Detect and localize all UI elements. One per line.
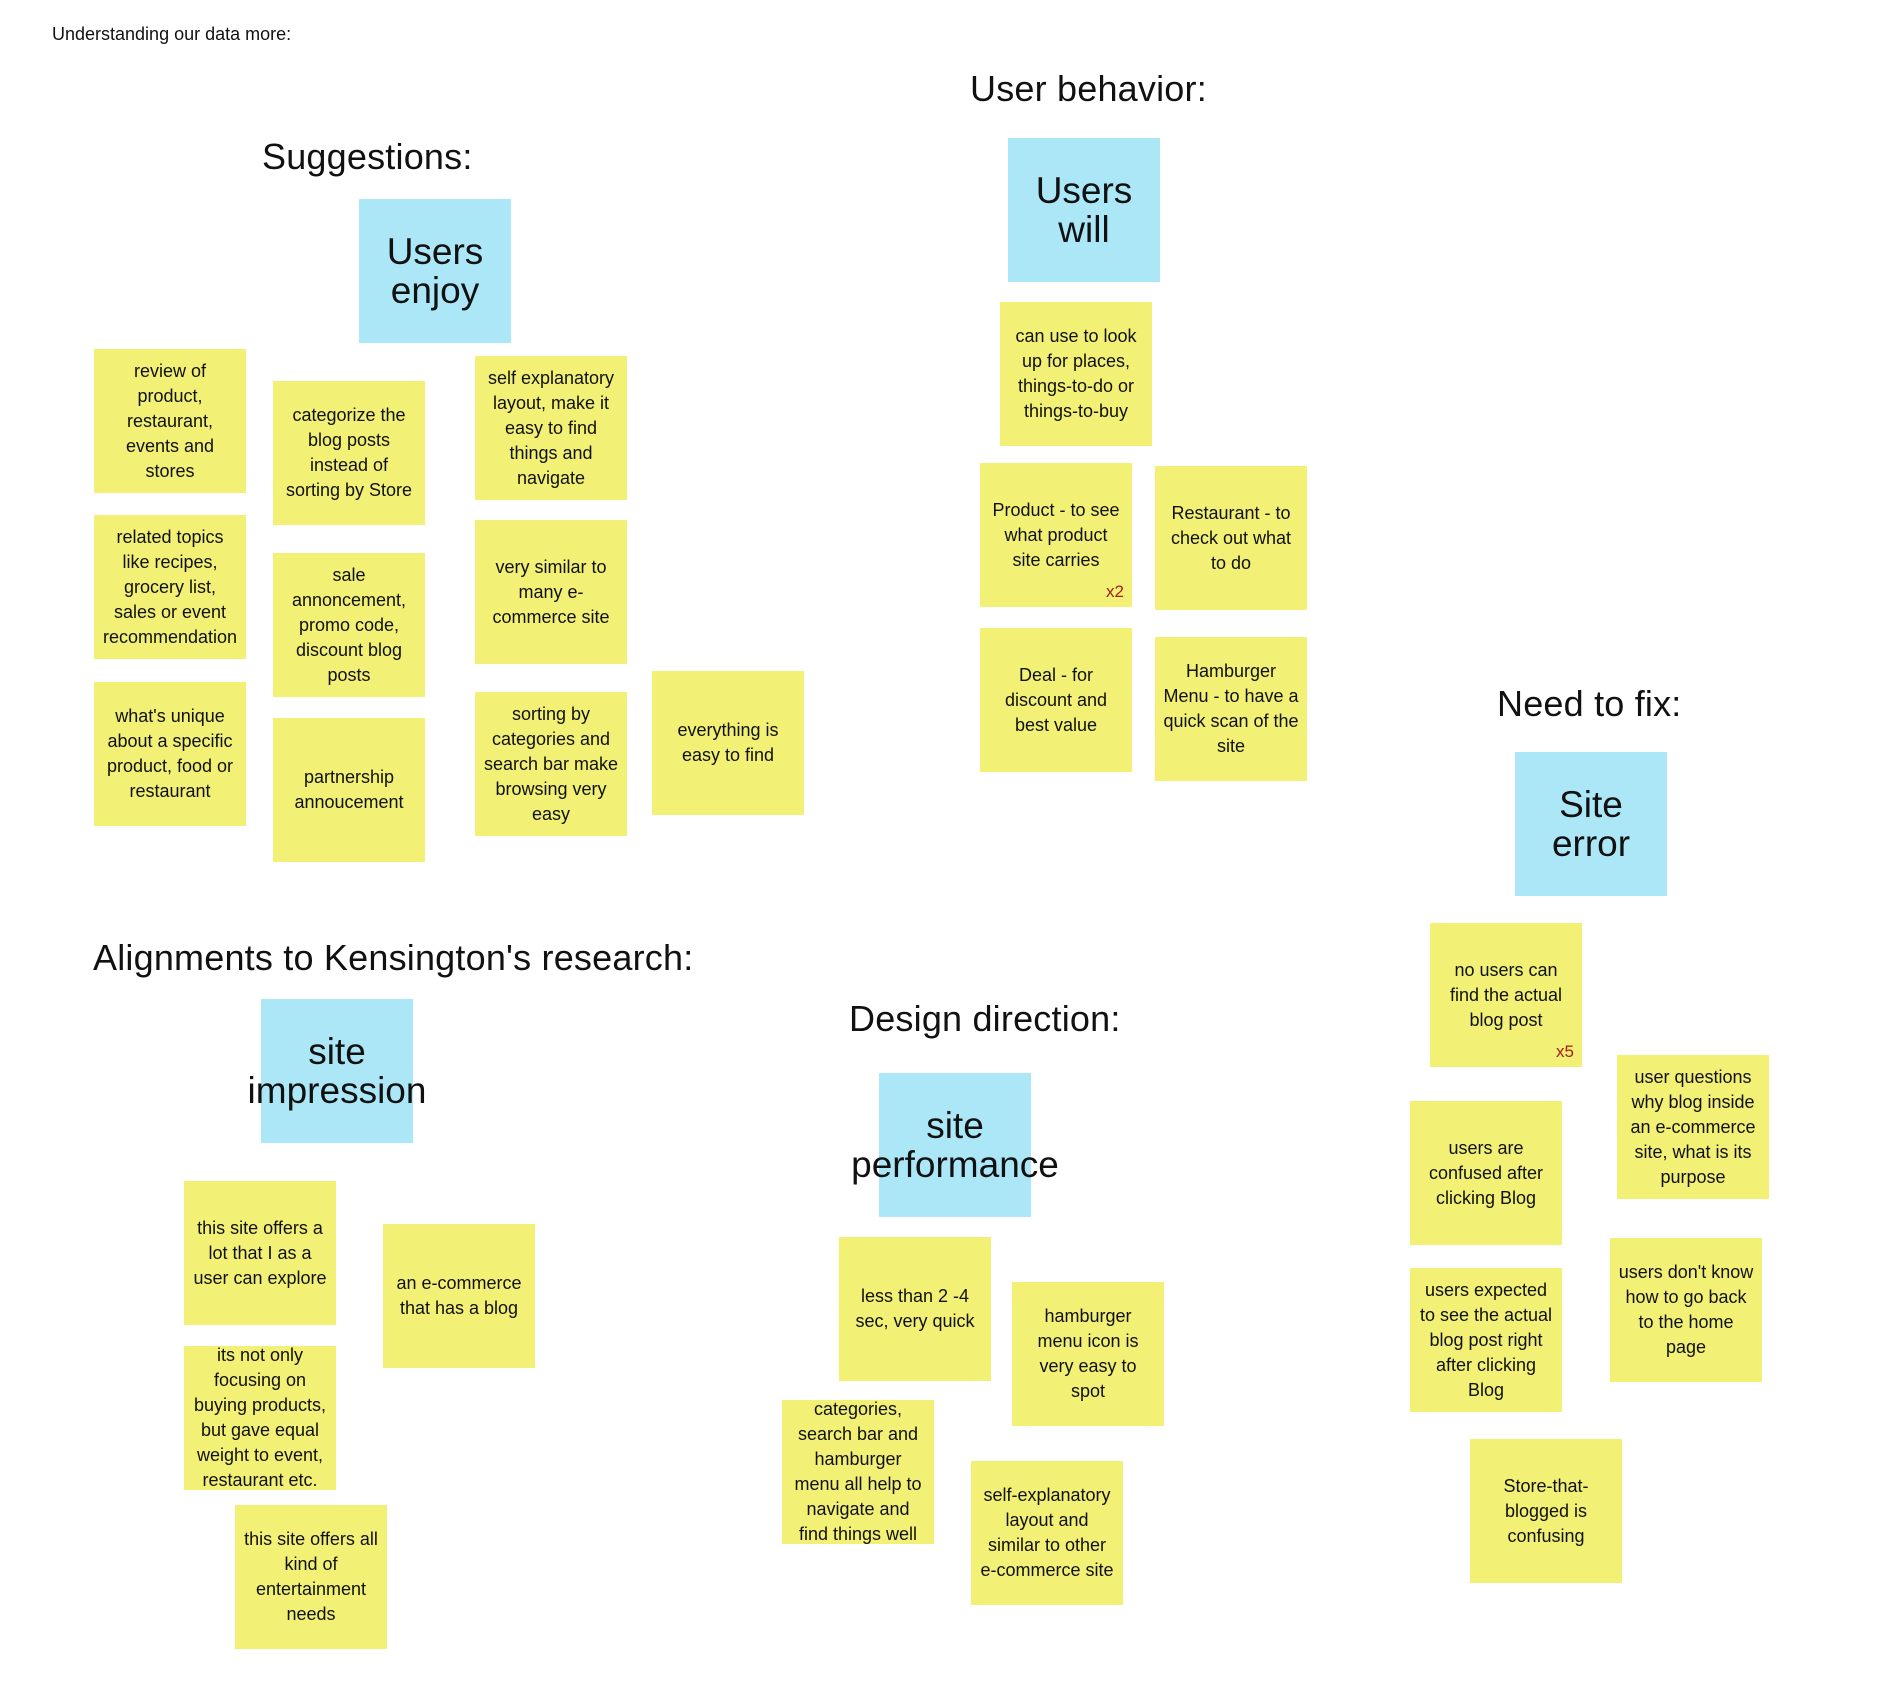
sticky-note: self explanatory layout, make it easy to…: [475, 356, 627, 500]
sticky-note: sorting by categories and search bar mak…: [475, 692, 627, 836]
sticky-note: an e-commerce that has a blog: [383, 1224, 535, 1368]
need-to-fix-heading: Need to fix:: [1497, 683, 1682, 724]
sticky-note: what's unique about a specific product, …: [94, 682, 246, 826]
sticky-note: less than 2 -4 sec, very quick: [839, 1237, 991, 1381]
sticky-note: partnership annoucement: [273, 718, 425, 862]
sticky-note: its not only focusing on buying products…: [184, 1345, 336, 1490]
sticky-note: everything is easy to find: [652, 671, 804, 815]
sticky-note: users expected to see the actual blog po…: [1410, 1268, 1562, 1412]
sticky-note: sale annoncement, promo code, discount b…: [273, 553, 425, 697]
sticky-note: Hamburger Menu - to have a quick scan of…: [1155, 637, 1307, 781]
sticky-note: Deal - for discount and best value: [980, 628, 1132, 772]
sticky-note: categories, search bar and hamburger men…: [782, 1399, 934, 1544]
sticky-note: review of product, restaurant, events an…: [94, 349, 246, 493]
alignments-heading: Alignments to Kensington's research:: [93, 937, 694, 978]
topic-users-enjoy: Users enjoy: [359, 199, 511, 343]
sticky-note: Restaurant - to check out what to do: [1155, 466, 1307, 610]
sticky-note: users are confused after clicking Blog: [1410, 1101, 1562, 1245]
topic-site-performance: site performance: [851, 1073, 1059, 1217]
vote-count-badge: x5: [1556, 1042, 1574, 1061]
sticky-note: this site offers a lot that I as a user …: [184, 1181, 336, 1325]
topic-site-error: Site error: [1515, 752, 1667, 896]
sticky-note: self-explanatory layout and similar to o…: [971, 1461, 1123, 1605]
sticky-note: hamburger menu icon is very easy to spot: [1012, 1282, 1164, 1426]
sticky-note: can use to look up for places, things-to…: [1000, 302, 1152, 446]
user-behavior-heading: User behavior:: [970, 68, 1207, 109]
sticky-note: Product - to see what product site carri…: [980, 463, 1132, 607]
sticky-note: Store-that-blogged is confusing: [1470, 1439, 1622, 1583]
sticky-note: users don't know how to go back to the h…: [1610, 1238, 1762, 1382]
topic-users-will: Users will: [1008, 138, 1160, 282]
page-title: Understanding our data more:: [52, 24, 292, 44]
vote-count-badge: x2: [1106, 582, 1124, 601]
sticky-note: user questions why blog inside an e-comm…: [1617, 1055, 1769, 1199]
topic-site-impression: site impression: [248, 999, 426, 1143]
sticky-note-text: Product - to see what product site carri…: [992, 499, 1120, 570]
sticky-note: related topics like recipes, grocery lis…: [94, 515, 246, 659]
sticky-note: categorize the blog posts instead of sor…: [273, 381, 425, 525]
suggestions-heading: Suggestions:: [262, 136, 473, 177]
sticky-note: no users can find the actual blog post x…: [1430, 923, 1582, 1067]
sticky-note: very similar to many e-commerce site: [475, 520, 627, 664]
sticky-note: this site offers all kind of entertainme…: [235, 1505, 387, 1649]
design-direction-heading: Design direction:: [849, 998, 1121, 1039]
sticky-note-text: no users can find the actual blog post: [1449, 959, 1563, 1030]
